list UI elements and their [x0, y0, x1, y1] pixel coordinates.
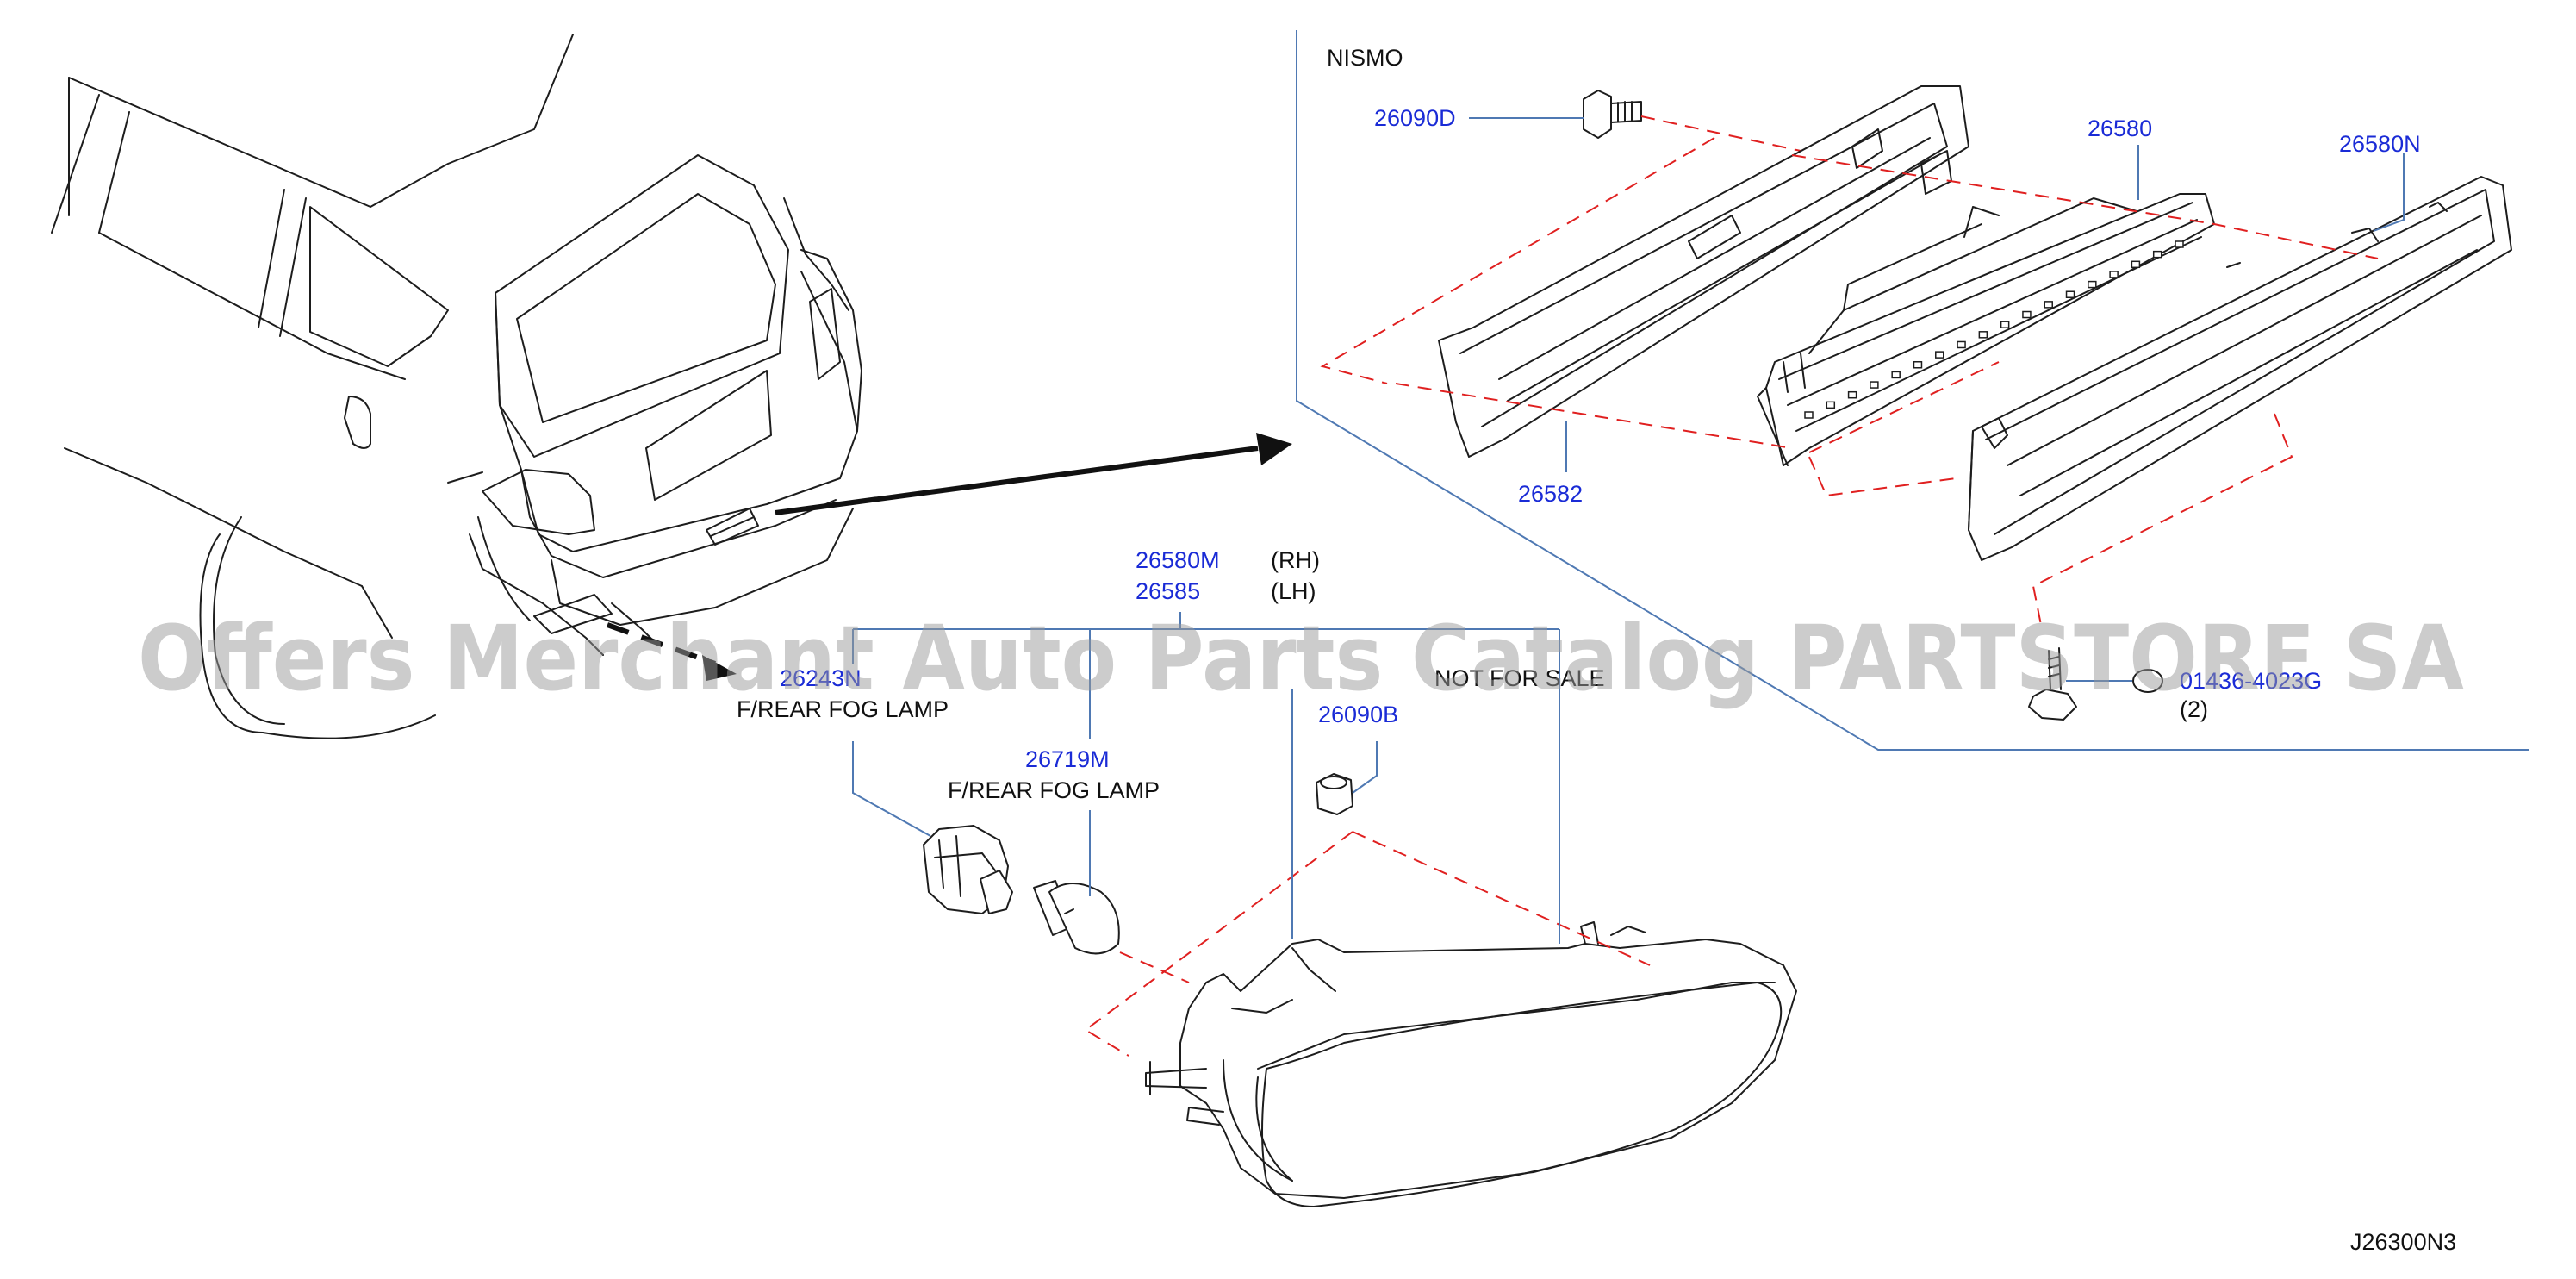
led-dot [2175, 240, 2184, 248]
label-rh: (RH) [1271, 547, 1320, 573]
watermark: Offers Merchant Auto Parts Catalog PARTS… [138, 606, 2464, 711]
label-nismo: NISMO [1327, 45, 1403, 71]
part-number-26580[interactable]: 26580 [2088, 115, 2152, 141]
part-number-26243N[interactable]: 26243N [780, 665, 862, 691]
led-dot [1891, 371, 1901, 379]
led-dot [2109, 271, 2119, 278]
led-dot [2152, 250, 2162, 259]
part-number-26582[interactable]: 26582 [1518, 481, 1583, 507]
led-dot [1978, 331, 1988, 339]
lamp-26580-led-row [1804, 240, 2184, 419]
led-dot [1913, 361, 1923, 369]
led-dot [2044, 301, 2053, 309]
led-dot [2088, 280, 2097, 289]
dash-26090D [1640, 115, 1801, 152]
part-number-26090B[interactable]: 26090B [1318, 702, 1398, 727]
socket-26243N [923, 825, 1013, 914]
bracket-26582 [1438, 85, 1969, 458]
part-number-01436-4023G[interactable]: 01436-4023G [2180, 668, 2322, 694]
label-lh: (LH) [1271, 578, 1316, 604]
led-dot [1957, 340, 1966, 349]
led-dot [1935, 351, 1944, 359]
label-not-for-sale: NOT FOR SALE [1434, 665, 1605, 691]
label-fog-lamp-bulb: F/REAR FOG LAMP [948, 777, 1160, 803]
lens-26580N [1968, 176, 2512, 561]
leader-lines [852, 117, 2405, 944]
bolt-01436-4023G [2028, 647, 2077, 721]
led-dot [2022, 310, 2032, 319]
nismo-detail-frame [1296, 30, 2529, 751]
part-number-26719M[interactable]: 26719M [1025, 746, 1110, 772]
bulb-26719M [1033, 880, 1120, 955]
part-number-26090D[interactable]: 26090D [1374, 105, 1456, 131]
lamp-26580 [1757, 193, 2215, 466]
label-fog-lamp-socket: F/REAR FOG LAMP [737, 696, 949, 722]
led-dot [1826, 401, 1836, 409]
bolt-26090D [1583, 90, 1642, 139]
diagram-id: J26300N3 [2350, 1229, 2456, 1255]
led-dot [1804, 411, 1814, 419]
led-dot [1847, 390, 1857, 399]
pointer-arrow [775, 433, 1292, 515]
led-dot [2065, 290, 2075, 298]
nismo-assembly-lines [1320, 137, 2379, 630]
fog-lamp-housing [1145, 921, 1797, 1207]
led-dot [2000, 321, 2010, 328]
part-number-26585[interactable]: 26585 [1136, 578, 1200, 604]
vehicle-rear-illustration [51, 34, 862, 739]
part-number-26580M[interactable]: 26580M [1136, 547, 1220, 573]
led-dot [2131, 260, 2141, 269]
washer-01436 [2132, 669, 2163, 693]
led-dot [1870, 381, 1879, 389]
label-quantity-2: (2) [2180, 696, 2208, 722]
nut-26090B [1316, 773, 1353, 815]
fog-lamp-arrow [606, 622, 737, 681]
part-number-26580N[interactable]: 26580N [2339, 131, 2421, 157]
fog-assembly-lines [1084, 831, 1651, 1057]
